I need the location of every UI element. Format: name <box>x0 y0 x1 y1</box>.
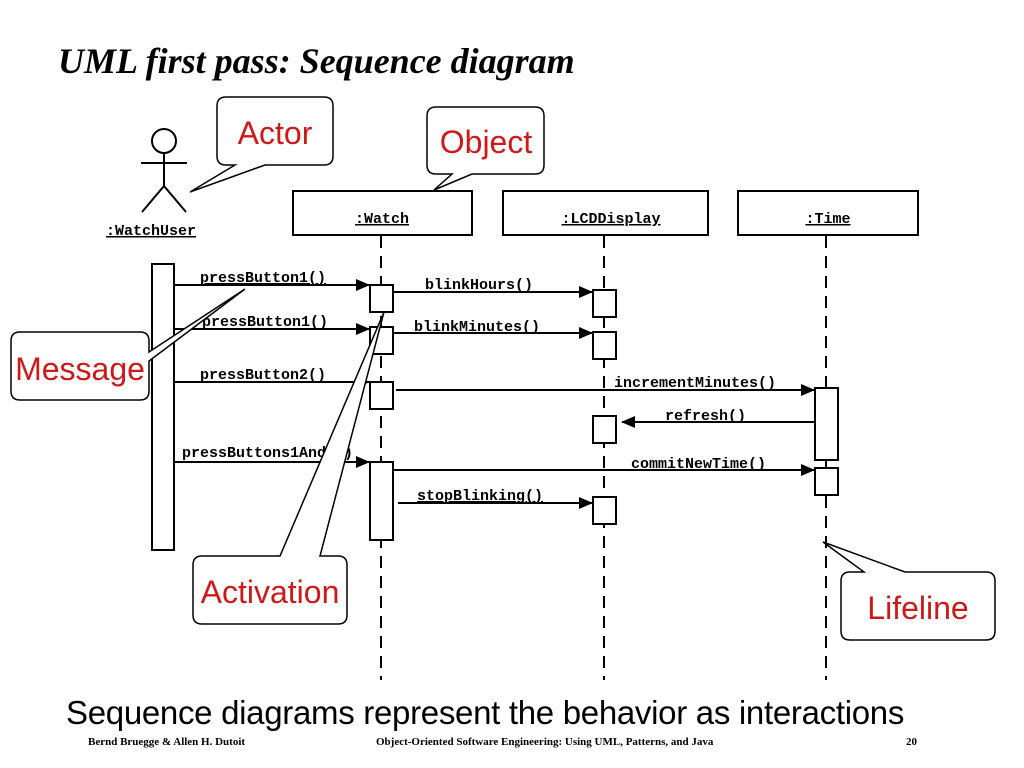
object-label-lcddisplay: :LCDDisplay <box>561 211 660 228</box>
message-pressbutton2: pressButton2() <box>174 367 370 388</box>
callout-object-text: Object <box>440 124 533 160</box>
message-label: incrementMinutes() <box>614 375 776 392</box>
message-commitnewtime: commitNewTime() <box>393 456 815 476</box>
callout-message: Message <box>10 288 246 401</box>
message-pressbutton1-a: pressButton1() <box>174 270 370 291</box>
slide-subtitle: Sequence diagrams represent the behavior… <box>66 694 905 731</box>
object-label-watch: :Watch <box>355 211 409 228</box>
message-label: stopBlinking() <box>417 488 543 505</box>
message-label: pressButtons1And2() <box>182 445 353 462</box>
activation-lcd-4 <box>592 496 617 525</box>
callout-object: Object <box>426 106 545 191</box>
message-label: blinkHours() <box>425 277 533 294</box>
footer-page-number: 20 <box>906 736 917 748</box>
object-label-time: :Time <box>805 211 850 228</box>
message-blinkhours: blinkHours() <box>393 277 593 298</box>
callout-actor-text: Actor <box>238 115 313 151</box>
activation-lcd-2 <box>592 331 617 360</box>
activation-time-1 <box>814 387 839 461</box>
callout-lifeline: Lifeline <box>822 541 996 641</box>
actor-icon <box>141 128 187 213</box>
message-label: pressButton1() <box>200 270 326 287</box>
message-label: pressButton1() <box>202 314 328 331</box>
message-label: commitNewTime() <box>631 456 766 473</box>
slide-title: UML first pass: Sequence diagram <box>58 41 575 81</box>
activation-lcd-3 <box>592 415 617 444</box>
callout-lifeline-text: Lifeline <box>867 590 968 626</box>
message-label: refresh() <box>665 408 746 425</box>
message-stopblinking: stopBlinking() <box>398 488 593 509</box>
activation-lcd-1 <box>592 289 617 318</box>
activation-actor <box>151 263 175 551</box>
callout-activation-text: Activation <box>201 574 340 610</box>
footer-book-title: Object-Oriented Software Engineering: Us… <box>376 736 714 748</box>
activation-time-2 <box>814 467 839 496</box>
actor-label: :WatchUser <box>106 223 196 240</box>
activation-watch-4 <box>369 461 394 541</box>
object-watch: :Watch <box>292 190 473 236</box>
footer-authors: Bernd Bruegge & Allen H. Dutoit <box>88 736 246 748</box>
callout-actor: Actor <box>189 96 334 193</box>
message-label: blinkMinutes() <box>414 319 540 336</box>
object-lcddisplay: :LCDDisplay <box>502 190 709 236</box>
message-pressbutton1-b: pressButton1() <box>174 314 370 335</box>
callout-message-text: Message <box>15 351 145 387</box>
message-incrementminutes: incrementMinutes() <box>396 375 815 396</box>
message-refresh: refresh() <box>621 408 815 428</box>
object-time: :Time <box>737 190 919 236</box>
activation-watch-1 <box>369 284 394 313</box>
message-label: pressButton2() <box>200 367 326 384</box>
activation-watch-3 <box>369 381 394 410</box>
callout-activation: Activation <box>192 311 385 625</box>
message-blinkminutes: blinkMinutes() <box>393 319 593 339</box>
